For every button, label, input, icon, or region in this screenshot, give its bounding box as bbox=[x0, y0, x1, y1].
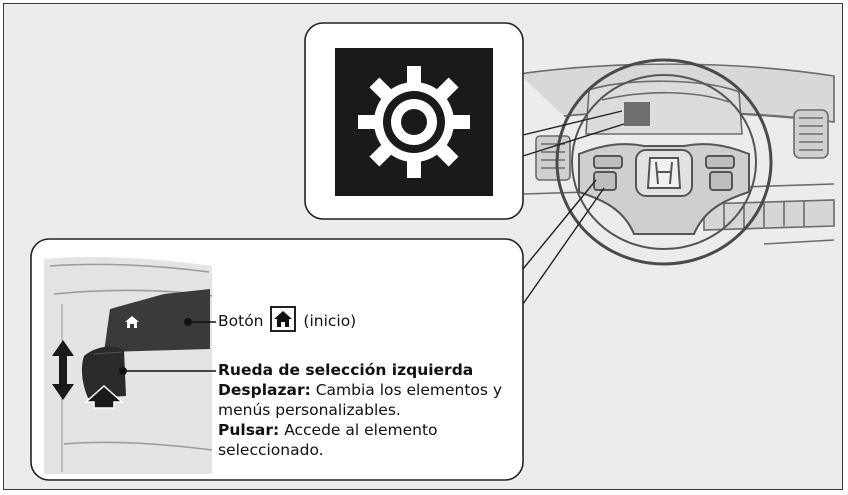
steering-wheel bbox=[555, 58, 773, 266]
home-button-icon bbox=[270, 305, 297, 332]
push-arrow-icon bbox=[84, 384, 124, 409]
wheel-title: Rueda de selección izquierda bbox=[218, 361, 474, 379]
dashboard-illustration bbox=[30, 22, 835, 481]
home-button-label: Botón (inicio) bbox=[218, 305, 357, 332]
home-icon bbox=[125, 316, 139, 328]
scroll-desc-2: menús personalizables. bbox=[218, 401, 401, 419]
display-highlight bbox=[624, 102, 650, 126]
home-label-suffix: (inicio) bbox=[303, 312, 357, 330]
gear-icon bbox=[358, 66, 470, 178]
leader-lines bbox=[522, 110, 625, 305]
diagram-frame: Botón (inicio) Rueda de selección izquie… bbox=[3, 3, 843, 490]
wheel-description: Rueda de selección izquierda Desplazar: … bbox=[218, 360, 502, 460]
scroll-desc-1: Cambia los elementos y bbox=[315, 381, 503, 399]
push-term: Pulsar: bbox=[218, 421, 280, 439]
push-desc-1: Accede al elemento bbox=[284, 421, 438, 439]
switch-closeup bbox=[44, 256, 216, 474]
home-label-prefix: Botón bbox=[218, 312, 264, 330]
scroll-term: Desplazar: bbox=[218, 381, 311, 399]
push-desc-2: seleccionado. bbox=[218, 441, 324, 459]
up-down-arrow-icon bbox=[52, 340, 74, 400]
